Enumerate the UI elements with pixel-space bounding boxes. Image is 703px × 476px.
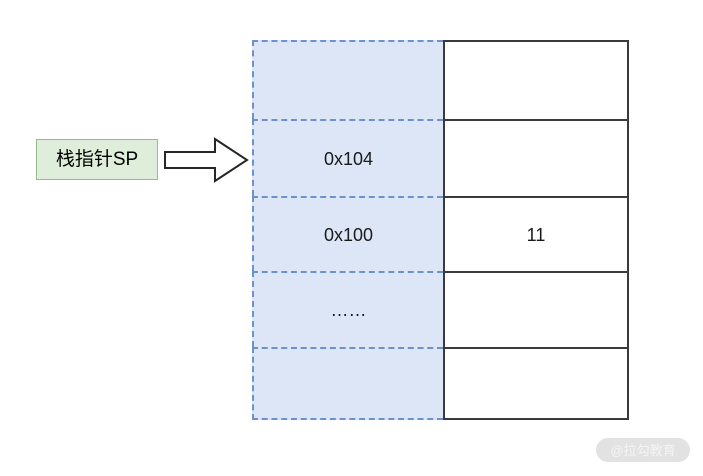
value-cell [443, 347, 629, 420]
table-row [252, 347, 629, 420]
address-cell: …… [252, 271, 443, 347]
value-cell [443, 119, 629, 196]
table-row: …… [252, 271, 629, 347]
watermark: @拉勾教育 [596, 438, 690, 462]
address-cell: 0x104 [252, 119, 443, 196]
stack-pointer-label-text: 栈指针SP [55, 149, 139, 170]
memory-table: 0x104 0x100 11 …… [252, 40, 629, 420]
address-cell [252, 40, 443, 119]
right-block-arrow-icon [163, 136, 249, 184]
address-cell [252, 347, 443, 420]
address-cell: 0x100 [252, 196, 443, 271]
value-cell [443, 40, 629, 119]
stack-pointer-label: 栈指针SP [36, 139, 158, 180]
table-row: 0x100 11 [252, 196, 629, 271]
value-cell: 11 [443, 196, 629, 271]
value-cell [443, 271, 629, 347]
watermark-text: @拉勾教育 [610, 442, 676, 458]
table-row: 0x104 [252, 119, 629, 196]
table-row [252, 40, 629, 119]
